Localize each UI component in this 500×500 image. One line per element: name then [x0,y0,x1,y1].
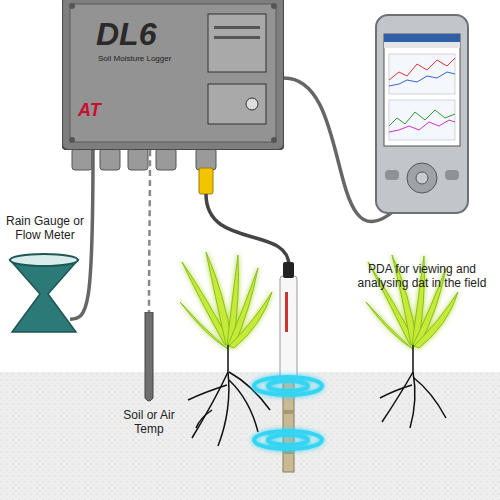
pda: PDA for viewing and analysing dat in the… [375,14,469,214]
logger-housing: DL6Soil Moisture LoggerAT [62,0,284,150]
leaf [180,302,228,349]
ground [0,372,500,500]
root [188,385,227,400]
cable-gland [156,148,176,170]
pda-title-bar [384,34,460,42]
pda-button [385,170,399,180]
logger-subtitle: Soil Moisture Logger [98,54,171,63]
pda-device [375,14,469,214]
pda-menu-bar [384,42,460,48]
temp-probe-symbol [144,312,154,404]
cable-gland [100,148,120,170]
temp-probe-rod [145,312,153,401]
button [246,98,258,110]
chart-panel [389,54,455,94]
logger-model: DL6 [96,16,156,53]
leaf [366,302,413,349]
screw [271,137,277,143]
sensing-ring [268,381,308,391]
pda-select-button [416,172,428,184]
leaf [414,292,458,348]
sensing-ring [254,431,322,449]
probe-cap [283,262,294,278]
pda-body [376,15,468,213]
probe-head [280,276,297,380]
button-panel [208,84,266,124]
cable-gland [128,148,148,170]
panel-line [214,36,260,39]
pda-button [445,170,459,180]
root [218,372,229,446]
profile-probe [280,262,297,472]
chart-line [389,120,455,132]
temp-probe: Soil or Air Temp [144,312,154,404]
root [382,345,413,422]
probe-cable [206,194,289,266]
sensing-ring [254,377,322,395]
logger-housing [62,0,284,150]
yellow-connector [199,168,213,194]
roots [380,345,446,428]
panel-line [214,26,260,29]
label-panel [208,14,266,72]
roots [188,345,270,446]
cable-gland [196,148,216,170]
screw [271,3,277,9]
gauge-funnel [10,254,78,266]
rain-gauge-symbol [8,252,80,334]
probe-marking [285,292,288,332]
leaf [229,292,272,348]
dashed-sensor-cable [149,150,150,312]
chart-panel [389,100,455,140]
cable-gland [72,148,92,170]
sensing-rings [254,377,322,449]
pda-navigation-button [407,163,437,193]
brand-logo: AT [78,100,101,121]
rain-gauge: Rain Gauge or Flow Meter [8,252,80,334]
gauge-body [10,260,78,332]
chart-line [389,72,455,86]
sensing-ring [268,435,308,445]
root [414,378,446,418]
rain-gauge-label: Rain Gauge or Flow Meter [4,214,86,242]
pda-label: PDA for viewing and analysing dat in the… [353,262,491,290]
pda-screen [384,34,460,146]
housing-body [62,0,284,150]
screw [69,3,75,9]
probe-band [283,410,294,414]
housing-lid [70,4,276,142]
chart-line [389,58,455,80]
root [196,410,212,428]
root [410,372,415,428]
root [380,385,412,398]
chart-line [389,110,455,126]
temp-probe-label: Soil or Air Temp [116,408,182,436]
screw [69,137,75,143]
plant [180,252,272,349]
